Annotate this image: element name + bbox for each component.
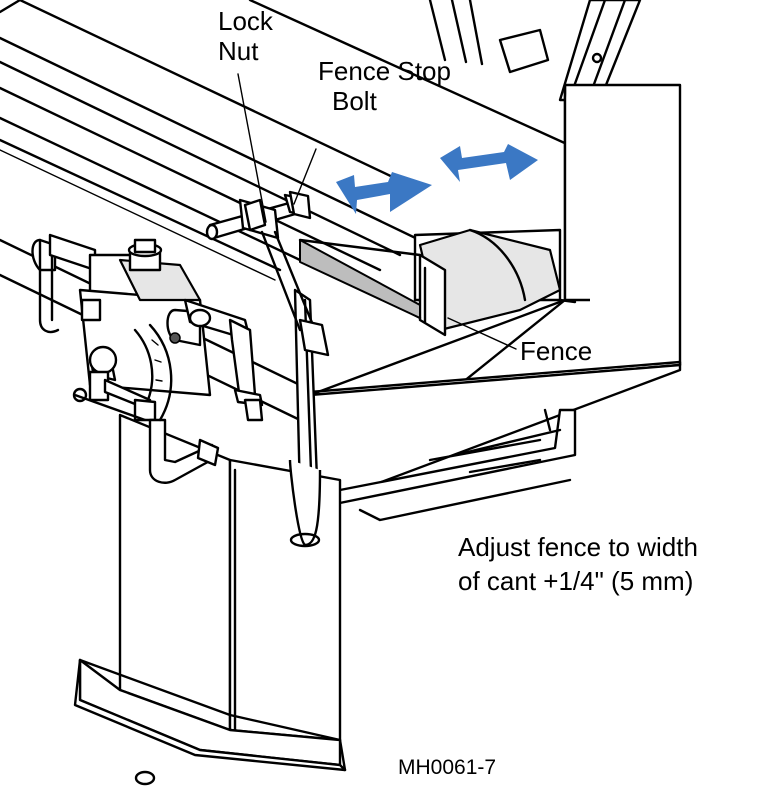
movement-arrows — [336, 144, 538, 214]
fence-stop-bolt-label: Fence Stop Bolt — [318, 56, 451, 116]
fence-channel — [298, 228, 562, 337]
leader-lines — [237, 73, 517, 350]
valve-block — [31, 233, 264, 484]
front-plate — [293, 83, 682, 507]
fence-stop-bolt-label-line2: Bolt — [332, 86, 377, 116]
stop-bolt-assembly — [205, 190, 330, 357]
double-arrow-left — [336, 172, 432, 214]
lock-nut-label-line2: Nut — [218, 36, 259, 66]
fence-label: Fence — [520, 336, 593, 366]
lock-nut-label-line1: Lock — [218, 6, 273, 36]
lock-nut-label: Lock Nut — [218, 6, 273, 66]
figure-reference: MH0061-7 — [398, 756, 497, 779]
adjust-instruction-line1: Adjust fence to width — [458, 532, 698, 562]
adjust-instruction: Adjust fence to width of cant +1/4" (5 m… — [458, 530, 698, 598]
fence-stop-bolt-label-line1: Fence Stop — [318, 56, 451, 86]
support-column — [73, 413, 347, 786]
double-arrow-right — [440, 144, 538, 182]
adjust-instruction-line2: of cant +1/4" (5 mm) — [458, 566, 694, 596]
